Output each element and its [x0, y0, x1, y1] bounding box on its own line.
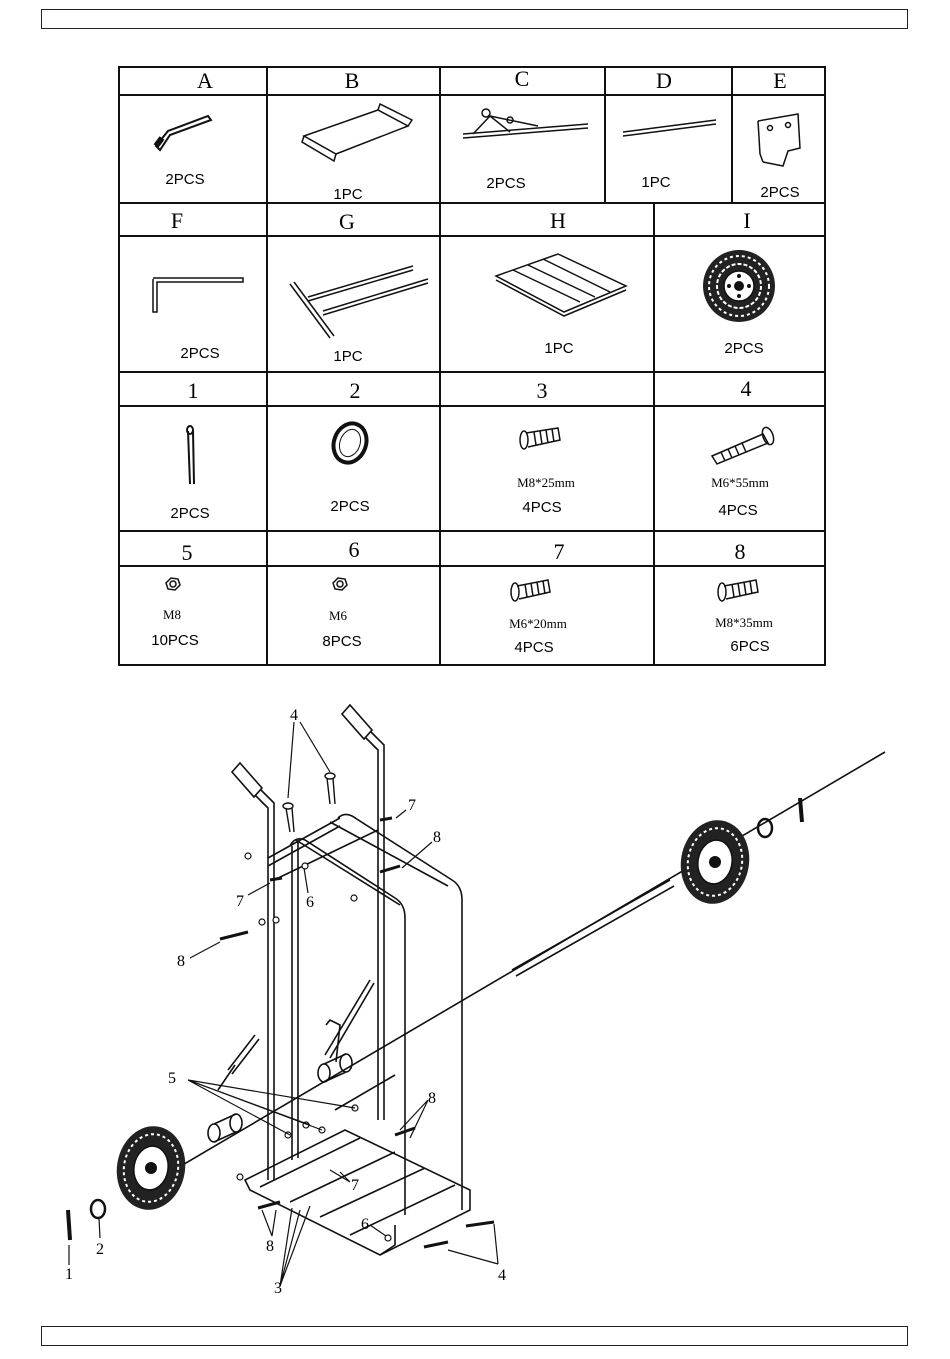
part-qty: 4PCS [718, 502, 757, 519]
part-spec: M8*35mm [715, 615, 773, 630]
part-label: I [743, 208, 750, 233]
part-label: 3 [537, 378, 548, 403]
part-B: B 1PC [302, 68, 412, 203]
callout-3: 3 [274, 1280, 282, 1297]
callout-5: 5 [168, 1070, 176, 1087]
part-qty: 4PCS [522, 499, 561, 516]
part-qty: 10PCS [151, 632, 199, 649]
callout-7-left: 7 [236, 893, 244, 910]
bolt-icon [712, 426, 776, 464]
part-label: E [773, 68, 786, 93]
part-1: 1 2PCS [170, 378, 209, 522]
part-qty: 1PC [333, 186, 362, 203]
callout-8-left: 8 [177, 953, 185, 970]
part-G: G 1PC [290, 209, 428, 365]
callout-4-top: 4 [290, 707, 298, 724]
part-label: B [345, 68, 360, 93]
screw-icon [520, 428, 560, 449]
part-label: 7 [554, 539, 565, 564]
part-spec: M6*20mm [509, 616, 567, 631]
wheel-icon [703, 250, 775, 322]
right-wheel-icon [674, 815, 756, 910]
part-D: D 1PC [623, 68, 716, 191]
part-H: H 1PC [496, 208, 626, 357]
callout-4-bottom: 4 [498, 1267, 506, 1284]
part-3: 3 M8*25mm 4PCS [517, 378, 575, 516]
screw-icon [511, 580, 550, 601]
part-F: F 2PCS [153, 208, 243, 362]
part-2: 2 2PCS [328, 378, 372, 515]
part-I: I 2PCS [703, 208, 775, 357]
left-wheel-icon [110, 1121, 192, 1216]
callout-1: 1 [65, 1266, 73, 1283]
part-qty: 8PCS [322, 633, 361, 650]
part-qty: 2PCS [486, 175, 525, 192]
part-label: 6 [349, 537, 360, 562]
part-qty: 1PC [333, 348, 362, 365]
callout-8-right: 8 [428, 1090, 436, 1107]
part-6: 6 M6 8PCS [322, 537, 361, 650]
washer-icon [91, 1200, 105, 1218]
footer-box [41, 1326, 908, 1346]
cotter-pin-icon [68, 1210, 70, 1240]
part-label: H [550, 208, 566, 233]
left-handle-grip [232, 763, 262, 797]
callout-6-left: 6 [306, 894, 314, 911]
callout-7-top: 7 [408, 797, 416, 814]
screw-icon [718, 580, 758, 601]
part-label: 1 [188, 378, 199, 403]
part-label: G [339, 209, 355, 234]
part-label: F [171, 208, 183, 233]
part-spec: M6 [329, 608, 348, 623]
callout-2: 2 [96, 1241, 104, 1258]
part-label: 4 [741, 376, 752, 401]
part-qty: 2PCS [760, 184, 799, 201]
assembly-diagram: 4 7 8 7 6 8 5 8 7 6 8 3 4 2 1 [0, 690, 950, 1320]
part-E: E 2PCS [758, 68, 800, 201]
part-qty: 2PCS [724, 340, 763, 357]
part-qty: 2PCS [180, 345, 219, 362]
part-qty: 2PCS [170, 505, 209, 522]
part-label: 2 [350, 378, 361, 403]
part-spec: M8 [163, 607, 181, 622]
part-label: 8 [735, 539, 746, 564]
part-spec: M8*25mm [517, 475, 575, 490]
right-handle-grip [342, 705, 372, 739]
nut-icon [333, 578, 347, 590]
part-A: A 2PCS [156, 68, 213, 188]
part-label: 5 [182, 540, 193, 565]
part-4: 4 M6*55mm 4PCS [711, 376, 776, 519]
part-qty: 1PC [641, 174, 670, 191]
part-7: 7 M6*20mm 4PCS [509, 539, 567, 656]
parts-table: A 2PCS B 1PC C 2PCS D 1 [118, 66, 827, 668]
callout-8-bottom: 8 [266, 1238, 274, 1255]
callout-6-bottom: 6 [361, 1216, 369, 1233]
part-spec: M6*55mm [711, 475, 769, 490]
part-5: 5 M8 10PCS [151, 540, 199, 649]
part-label: D [656, 68, 672, 93]
part-qty: 2PCS [330, 498, 369, 515]
cotter-pin-icon [800, 798, 802, 822]
part-qty: 4PCS [514, 639, 553, 656]
part-label: C [515, 66, 530, 91]
callout-8-top: 8 [433, 829, 441, 846]
part-label: A [197, 68, 213, 93]
header-box [41, 9, 908, 29]
part-qty: 1PC [544, 340, 573, 357]
part-8: 8 M8*35mm 6PCS [715, 539, 773, 655]
callout-7-bottom: 7 [351, 1177, 359, 1194]
part-qty: 6PCS [730, 638, 769, 655]
part-qty: 2PCS [165, 171, 204, 188]
part-C: C 2PCS [463, 66, 588, 192]
nut-icon [166, 578, 180, 590]
